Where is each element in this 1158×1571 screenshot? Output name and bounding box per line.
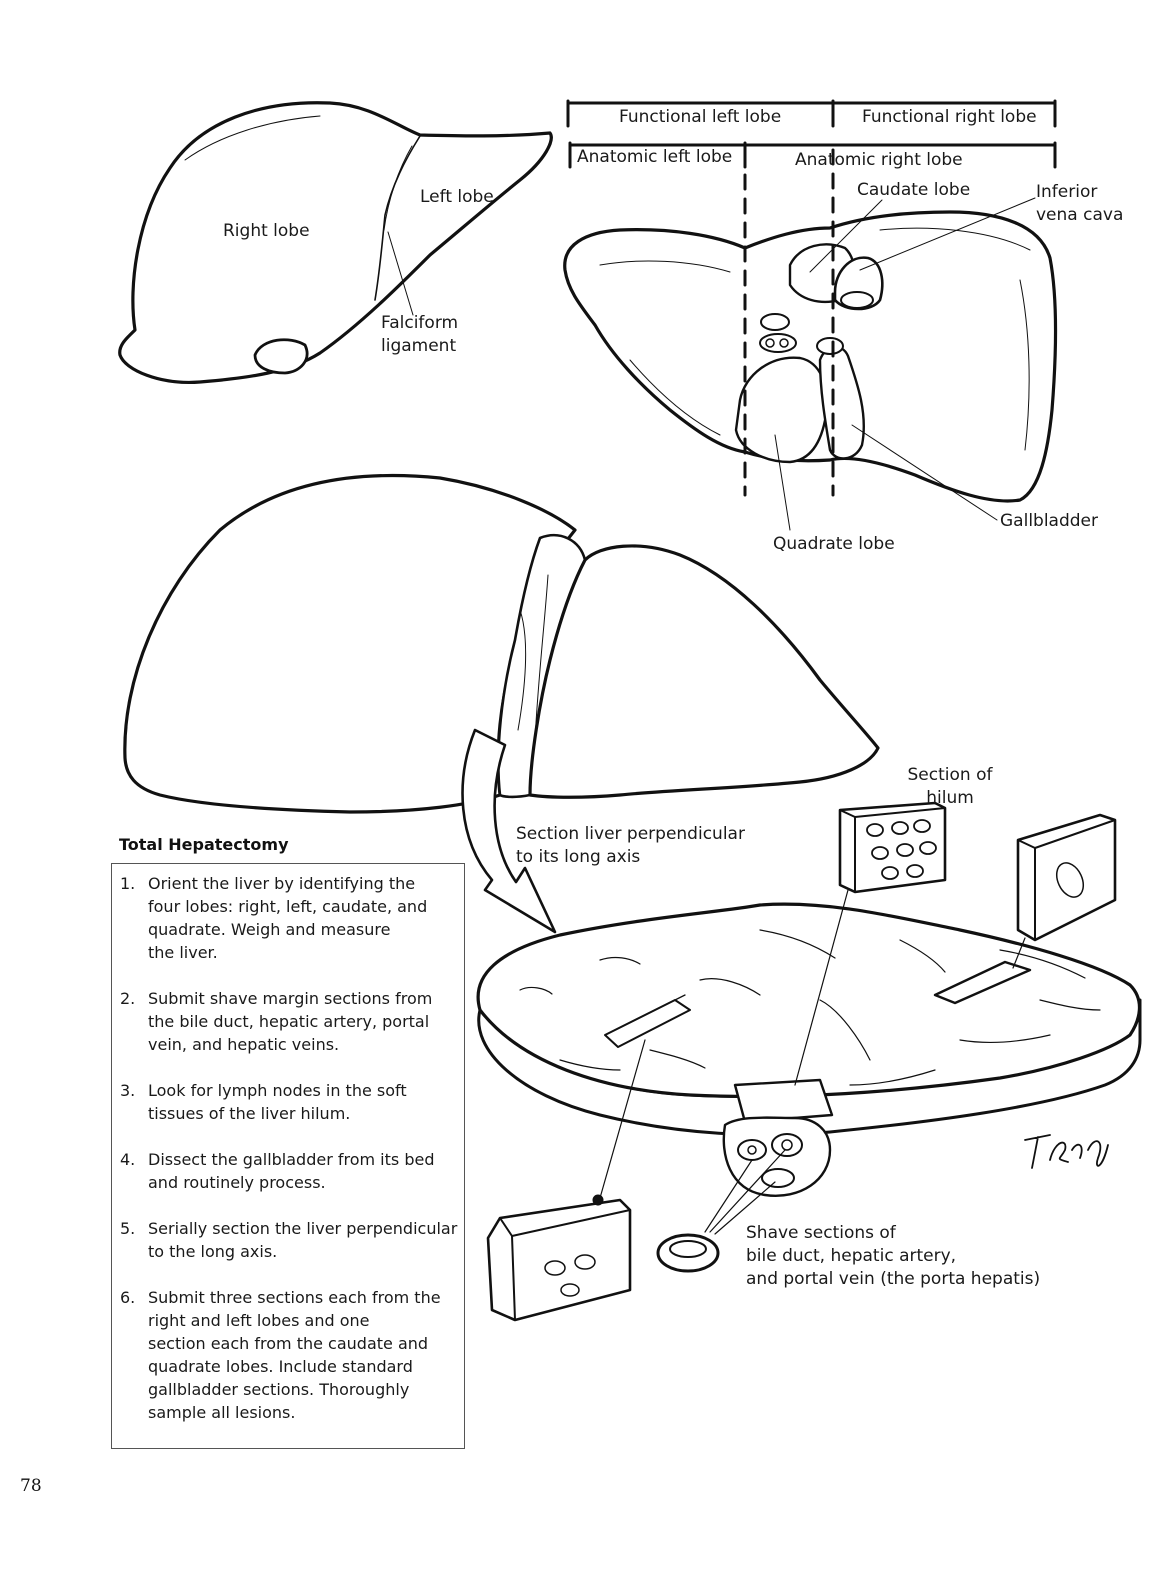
functional-right-lobe-label: Functional right lobe xyxy=(862,106,1037,129)
ivc-label-line-2: vena cava xyxy=(1036,204,1123,227)
left-lobe-label: Left lobe xyxy=(420,186,494,209)
anatomic-right-lobe-label: Anatomic right lobe xyxy=(795,149,963,172)
step-number: 3. xyxy=(120,1079,135,1102)
procedure-step-5: 5. Serially section the liver perpendicu… xyxy=(120,1217,460,1263)
step-line: the bile duct, hepatic artery, portal xyxy=(148,1010,460,1033)
section-perpendicular-label-line-1: Section liver perpendicular xyxy=(516,823,745,846)
falciform-label-line-1: Falciform xyxy=(381,312,458,335)
caudate-lobe-label: Caudate lobe xyxy=(857,179,970,202)
liver-slice xyxy=(478,904,1140,1196)
procedure-step-1: 1. Orient the liver by identifying the f… xyxy=(120,872,460,964)
quadrate-lobe-label: Quadrate lobe xyxy=(773,533,895,556)
gallbladder-tip xyxy=(255,340,307,373)
right-lobe-label: Right lobe xyxy=(223,220,310,243)
section-hilum-label-line-1: Section of xyxy=(895,764,1005,787)
functional-left-lobe-label: Functional left lobe xyxy=(619,106,781,129)
falciform-label-line-2: ligament xyxy=(381,335,456,358)
step-line: Submit three sections each from the xyxy=(148,1286,460,1309)
step-line: right and left lobes and one xyxy=(148,1309,460,1332)
procedure-title: Total Hepatectomy xyxy=(119,835,289,854)
artist-signature xyxy=(1025,1135,1108,1168)
shave-label-line-2: bile duct, hepatic artery, xyxy=(746,1245,956,1268)
hilum-section-block xyxy=(840,803,945,892)
step-line: Submit shave margin sections from xyxy=(148,987,460,1010)
liver-anterior-view xyxy=(120,103,552,383)
step-line: Look for lymph nodes in the soft xyxy=(148,1079,460,1102)
procedure-steps: 1. Orient the liver by identifying the f… xyxy=(120,872,460,1447)
gallbladder-label: Gallbladder xyxy=(1000,510,1098,533)
procedure-step-6: 6. Submit three sections each from the r… xyxy=(120,1286,460,1424)
liver-anterior-outline xyxy=(120,103,552,383)
step-line: Orient the liver by identifying the xyxy=(148,872,460,895)
step-line: and routinely process. xyxy=(148,1171,460,1194)
liver-inferior-view xyxy=(565,212,1056,501)
procedure-step-4: 4. Dissect the gallbladder from its bed … xyxy=(120,1148,460,1194)
step-line: quadrate. Weigh and measure xyxy=(148,918,460,941)
step-line: four lobes: right, left, caudate, and xyxy=(148,895,460,918)
porta-hepatis-cutout xyxy=(735,1080,832,1122)
step-line: the liver. xyxy=(148,941,460,964)
step-line: quadrate lobes. Include standard xyxy=(148,1355,460,1378)
step-line: sample all lesions. xyxy=(148,1401,460,1424)
step-line: tissues of the liver hilum. xyxy=(148,1102,460,1125)
portal-vessel-3 xyxy=(817,338,843,354)
portal-vessel-1 xyxy=(761,314,789,330)
step-number: 1. xyxy=(120,872,135,895)
ivc-label-line-1: Inferior xyxy=(1036,181,1097,204)
procedure-step-2: 2. Submit shave margin sections from the… xyxy=(120,987,460,1056)
step-line: to the long axis. xyxy=(148,1240,460,1263)
slab-section-block xyxy=(488,1200,630,1320)
page-number: 78 xyxy=(20,1476,42,1496)
step-line: section each from the caudate and xyxy=(148,1332,460,1355)
liver-left-portion xyxy=(530,546,878,797)
peripheral-section-block xyxy=(1018,815,1115,940)
step-line: gallbladder sections. Thoroughly xyxy=(148,1378,460,1401)
step-line: Dissect the gallbladder from its bed xyxy=(148,1148,460,1171)
step-line: vein, and hepatic veins. xyxy=(148,1033,460,1056)
anatomic-left-lobe-label: Anatomic left lobe xyxy=(577,146,732,169)
section-hilum-label-line-2: hilum xyxy=(895,787,1005,810)
step-number: 5. xyxy=(120,1217,135,1240)
porta-vessels xyxy=(724,1118,830,1196)
step-line: Serially section the liver perpendicular xyxy=(148,1217,460,1240)
step-number: 4. xyxy=(120,1148,135,1171)
section-perpendicular-label-line-2: to its long axis xyxy=(516,846,640,869)
step-number: 2. xyxy=(120,987,135,1010)
shave-section-ring xyxy=(658,1235,718,1271)
shave-label-line-3: and portal vein (the porta hepatis) xyxy=(746,1268,1040,1291)
step-number: 6. xyxy=(120,1286,135,1309)
shave-label-line-1: Shave sections of xyxy=(746,1222,896,1245)
procedure-step-3: 3. Look for lymph nodes in the soft tiss… xyxy=(120,1079,460,1125)
